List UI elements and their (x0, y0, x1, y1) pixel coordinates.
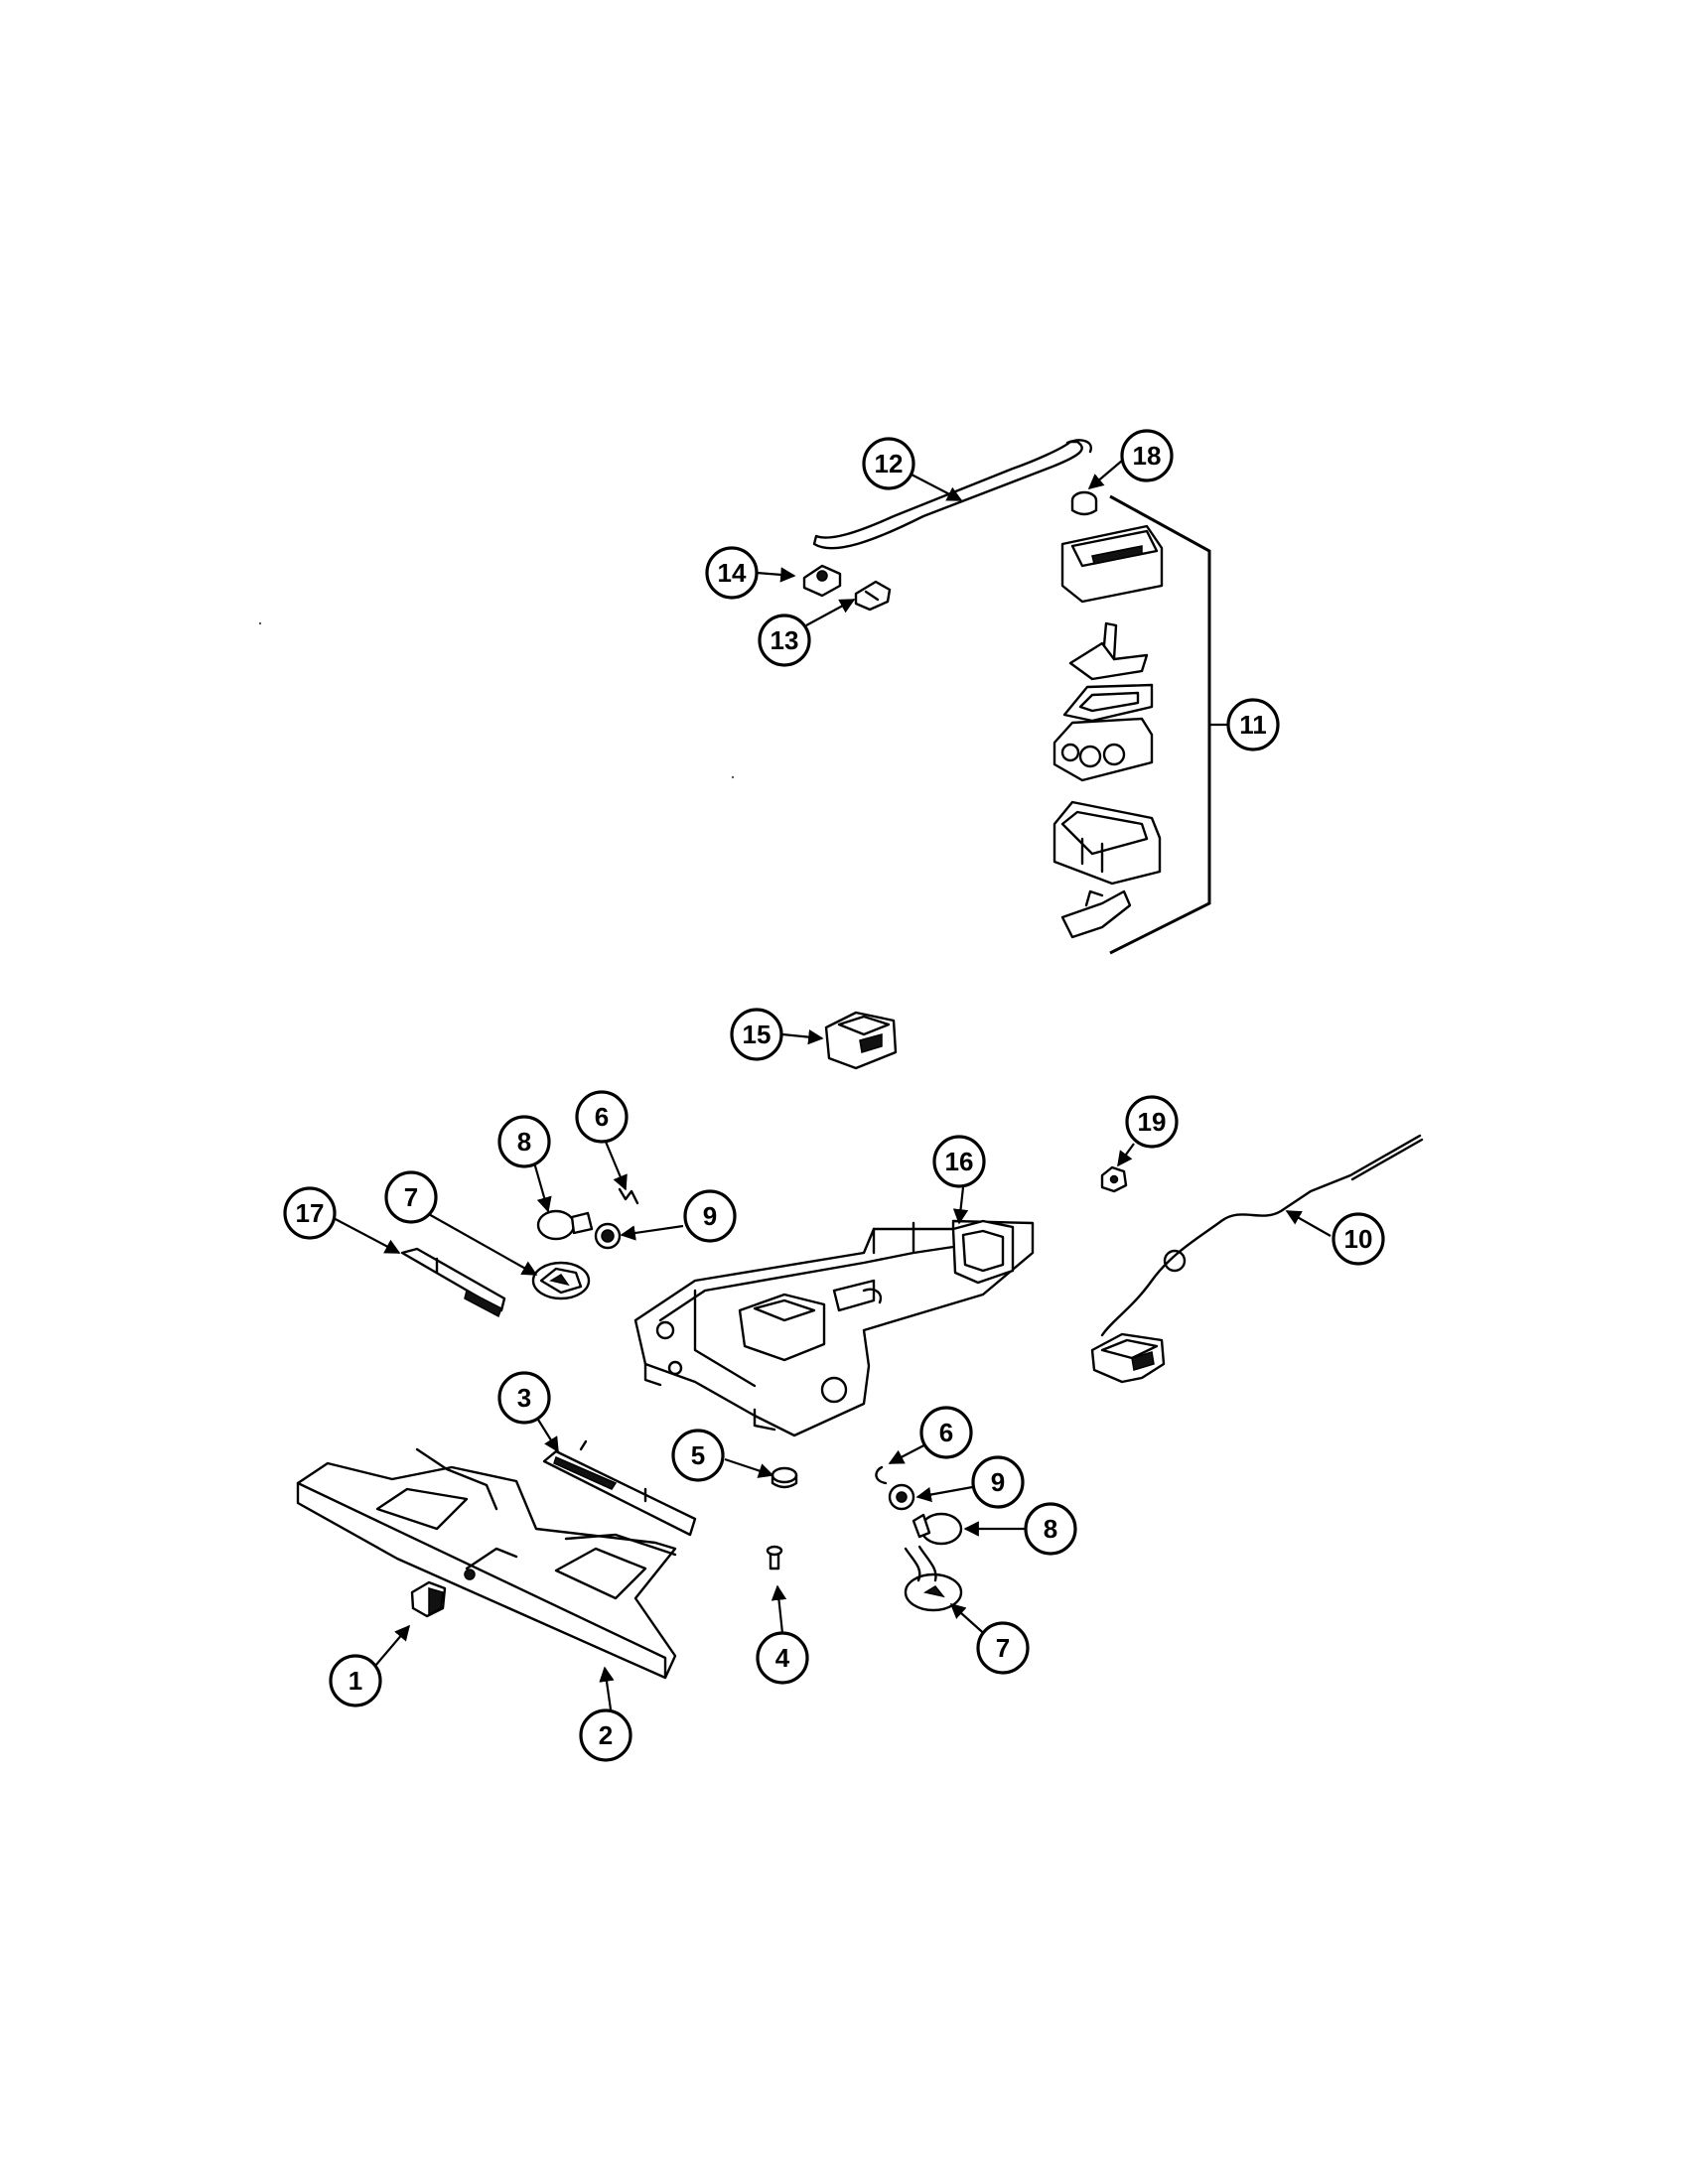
svg-text:8: 8 (1044, 1514, 1057, 1544)
callout-4: 4 (756, 1631, 809, 1685)
svg-text:14: 14 (718, 558, 747, 588)
callout-8b: 8 (1024, 1502, 1077, 1556)
scan-dot (731, 775, 735, 779)
callout-6a: 6 (575, 1090, 629, 1144)
part-harness-10 (1090, 1134, 1424, 1384)
part-socket-9a (594, 1222, 622, 1250)
svg-text:8: 8 (517, 1127, 531, 1157)
part-holder-7a (531, 1261, 591, 1300)
part-actuator-17 (400, 1247, 506, 1318)
callout-7b: 7 (976, 1621, 1030, 1675)
svg-text:18: 18 (1133, 441, 1162, 471)
part-relay-15 (824, 1011, 898, 1070)
callout-2: 2 (579, 1708, 632, 1762)
svg-text:4: 4 (775, 1643, 790, 1673)
callout-19: 19 (1125, 1095, 1179, 1149)
callout-7a: 7 (384, 1170, 438, 1224)
callout-13: 13 (758, 614, 811, 667)
callout-9a: 9 (683, 1189, 737, 1243)
part-bulb-8a (536, 1209, 594, 1241)
part-housing-16 (633, 1219, 1035, 1437)
part-dispenser-assembly (1052, 494, 1211, 955)
callout-11: 11 (1226, 698, 1280, 751)
svg-text:9: 9 (991, 1467, 1005, 1497)
part-knob-14 (802, 564, 842, 598)
callout-8a: 8 (497, 1115, 551, 1168)
svg-text:1: 1 (349, 1666, 362, 1696)
part-holder-7b (904, 1545, 963, 1612)
callout-5: 5 (671, 1429, 725, 1482)
svg-text:6: 6 (939, 1418, 953, 1447)
svg-text:10: 10 (1344, 1224, 1373, 1254)
part-grommet-5 (771, 1466, 798, 1489)
svg-text:17: 17 (296, 1198, 325, 1228)
callout-17: 17 (283, 1186, 337, 1240)
scan-dot (258, 621, 262, 625)
svg-text:3: 3 (517, 1383, 531, 1413)
callout-1: 1 (329, 1654, 382, 1707)
svg-text:19: 19 (1138, 1107, 1167, 1137)
svg-text:13: 13 (771, 625, 799, 655)
svg-text:2: 2 (599, 1720, 613, 1750)
callout-10: 10 (1332, 1212, 1385, 1266)
part-clip-6a (618, 1187, 639, 1205)
svg-text:16: 16 (945, 1147, 974, 1176)
svg-text:11: 11 (1239, 710, 1267, 740)
part-heater-wire (812, 439, 1092, 550)
svg-text:7: 7 (404, 1182, 418, 1212)
part-clip-13 (854, 580, 892, 612)
callout-9b: 9 (971, 1455, 1025, 1509)
leader-lines (329, 460, 1332, 1710)
svg-text:9: 9 (703, 1201, 717, 1231)
part-rail-3 (542, 1439, 697, 1537)
callout-6b: 6 (919, 1406, 973, 1459)
callout-12: 12 (862, 437, 915, 490)
callout-14: 14 (705, 546, 759, 600)
svg-text:6: 6 (595, 1102, 609, 1132)
part-socket-9b (888, 1483, 915, 1511)
callout-18: 18 (1120, 429, 1174, 482)
callout-15: 15 (730, 1008, 783, 1061)
svg-text:15: 15 (743, 1020, 772, 1049)
part-clip-6b (875, 1465, 888, 1485)
part-cap-18 (1070, 490, 1098, 516)
part-nut-19 (1100, 1165, 1128, 1193)
part-button-1 (410, 1580, 447, 1618)
callout-3: 3 (497, 1371, 551, 1425)
part-screw-4 (766, 1545, 783, 1570)
callout-16: 16 (932, 1135, 986, 1188)
part-frame-2 (296, 1447, 677, 1680)
part-bulb-8b (912, 1512, 963, 1546)
svg-text:12: 12 (875, 449, 904, 478)
svg-text:7: 7 (996, 1633, 1010, 1663)
svg-text:5: 5 (691, 1440, 705, 1470)
